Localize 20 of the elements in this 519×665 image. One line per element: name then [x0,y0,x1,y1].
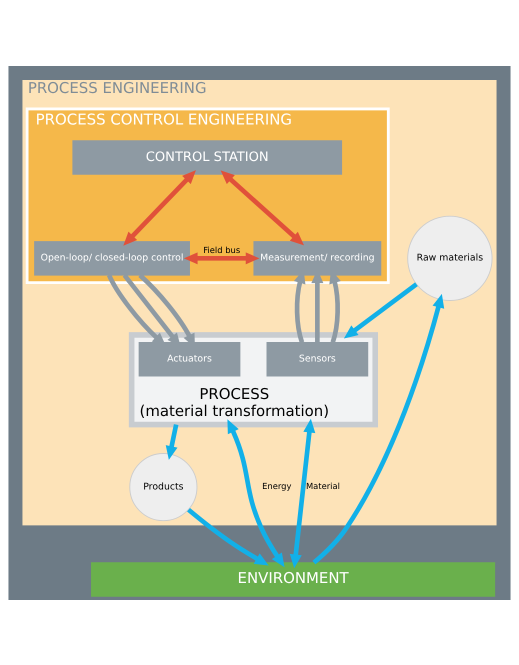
node-box: Actuators [138,341,240,376]
edge-label: Energy [262,480,292,491]
arrow [220,170,304,245]
edge-label: Field bus [203,244,240,254]
arrow [184,252,260,264]
arrow [344,282,418,338]
arrow [312,293,444,564]
node-box: ENVIRONMENT [91,562,496,596]
arrow [187,507,269,565]
node-box: Open-loop/ closed-loop control [34,240,190,276]
arrow [166,424,178,460]
node-box: CONTROL STATION [72,140,342,174]
edge-label: Material [306,480,340,491]
arrow [123,170,196,246]
arrow [227,418,285,567]
arrow [290,418,316,568]
node-box: Measurement/ recording [253,240,382,276]
node-circle: Raw materials [407,215,493,300]
node-box: Sensors [266,341,368,376]
node-circle: Products [129,452,198,521]
